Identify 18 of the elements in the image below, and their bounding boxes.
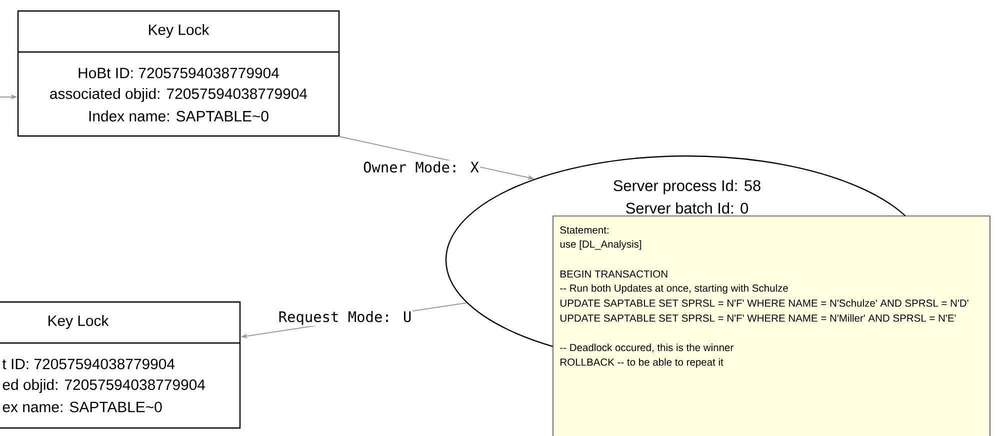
statement-line: ROLLBACK -- to be able to repeat it — [560, 358, 724, 368]
statement-line: Statement: — [560, 226, 608, 234]
statement-line: -- Deadlock occured, this is the winner — [560, 344, 734, 352]
box-text: t ID: 72057594038779904 — [2, 358, 175, 370]
statement-line: UPDATE SAPTABLE SET SPRSL = N'F' WHERE NAME = N'Schulze' AND SPRSL = N'D' — [560, 299, 968, 307]
process-text: Server process Id: 58 — [614, 180, 760, 194]
box-text: ed objid: 72057594038779904 — [2, 379, 206, 393]
statement-line: -- Run both Updates at once, starting with Schulze — [560, 284, 788, 294]
statement-line: use [DL_Analysis] — [560, 240, 642, 250]
edge-label: Request Mode: U — [277, 310, 413, 326]
box-text: associated objid: 72057594038779904 — [50, 88, 308, 102]
box-text: HoBt ID: 72057594038779904 — [78, 68, 279, 78]
statement-line: BEGIN TRANSACTION — [560, 270, 668, 278]
statement-line: UPDATE SAPTABLE SET SPRSL = N'F' WHERE NAME = N'Miller' AND SPRSL = N'E' — [560, 314, 956, 322]
edge-label: Owner Mode: X — [362, 160, 480, 174]
process-text: Server batch Id: 0 — [626, 202, 748, 214]
box-text: ex name: SAPTABLE~0 — [2, 402, 162, 412]
box-text: Index name: SAPTABLE~0 — [89, 110, 268, 122]
